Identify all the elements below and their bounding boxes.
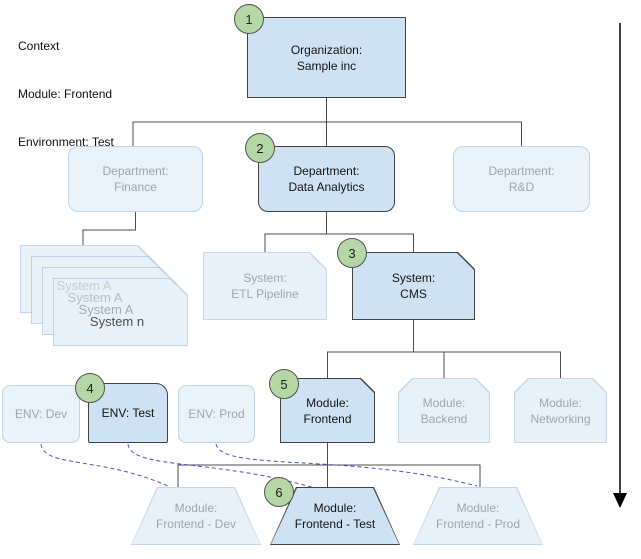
node-department-rd: Department: R&D [453,146,590,212]
node-frontend-test-name: Frontend - Test [294,517,376,531]
step-badge-1: 1 [234,4,264,34]
node-frontend-prod-instance: Module: Frontend - Prod [413,487,543,545]
node-frontend-prod-name: Frontend - Prod [435,517,521,531]
step-badge-2: 2 [245,133,275,163]
node-department-finance: Department: Finance [68,146,203,212]
node-frontend-dev-instance: Module: Frontend - Dev [131,487,261,545]
node-department-data-analytics: Department: Data Analytics [258,146,395,212]
node-env-dev-label: ENV: Dev [14,407,68,421]
flow-arrow-head-icon [613,493,627,508]
cms-to-modules-connector [327,320,561,378]
analytics-to-systems-connector [264,212,414,252]
node-env-test-label: ENV: Test [101,406,155,420]
node-department-finance-type: Department: [102,164,169,178]
node-module-networking-name: Networking [530,411,591,426]
node-system-cms: System: CMS [352,252,475,320]
system-stack-label-3: System A [78,302,134,317]
node-organization: Organization: Sample inc [247,17,406,98]
node-department-rd-name: R&D [508,180,535,194]
node-system-etl-pipeline: System: ETL Pipeline [203,252,327,320]
node-system-cms-name: CMS [400,287,427,301]
env-to-instance-links [40,443,478,490]
node-module-frontend-type: Module: [306,395,349,410]
system-stack-label-n: System n [89,314,145,329]
step-badge-5: 5 [269,369,299,399]
tree-connectors [82,98,561,487]
node-module-networking-type: Module: [539,395,582,410]
system-stack-label-1: System A [56,278,112,293]
node-module-backend: Module: Backend [398,378,490,443]
node-organization-name: Sample inc [296,58,357,73]
node-env-prod-label: ENV: Prod [188,407,245,421]
node-env-dev: ENV: Dev [2,385,80,443]
node-module-frontend: Module: Frontend [280,378,375,443]
node-frontend-dev-type: Module: [174,501,218,515]
node-system-cms-type: System: [391,271,436,285]
node-frontend-dev-name: Frontend - Dev [155,517,237,531]
system-stack-label-2: System A [67,290,123,305]
node-env-prod: ENV: Prod [178,385,255,443]
step-badge-6: 6 [264,477,294,507]
node-module-frontend-name: Frontend [303,411,352,426]
node-department-rd-type: Department: [488,164,555,178]
node-frontend-prod-type: Module: [456,501,500,515]
context-title: Context [18,39,60,53]
env-dev-link-curve [40,443,169,487]
node-frontend-test-type: Module: [313,501,357,515]
node-module-backend-type: Module: [422,395,466,410]
context-module: Module: Frontend [18,87,113,101]
node-module-networking: Module: Networking [514,378,607,443]
org-to-departments-connector [132,98,522,146]
node-system-etl-name: ETL Pipeline [231,287,299,301]
frontend-to-instances-connector [177,443,481,487]
flow-arrow [613,23,627,508]
finance-to-systems-connector [82,212,136,245]
node-department-data-analytics-type: Department: [293,164,360,178]
context-annotation: Context Module: Frontend Environment: Te… [18,6,114,182]
node-department-finance-name: Finance [114,180,157,194]
node-organization-type: Organization: [290,42,363,57]
node-module-backend-name: Backend [420,411,468,426]
node-system-etl-type: System: [243,271,287,285]
node-system-stack-card-n [53,278,188,346]
context-environment: Environment: Test [18,135,114,149]
step-badge-4: 4 [75,373,105,403]
node-department-data-analytics-name: Data Analytics [288,180,365,194]
step-badge-3: 3 [337,238,367,268]
